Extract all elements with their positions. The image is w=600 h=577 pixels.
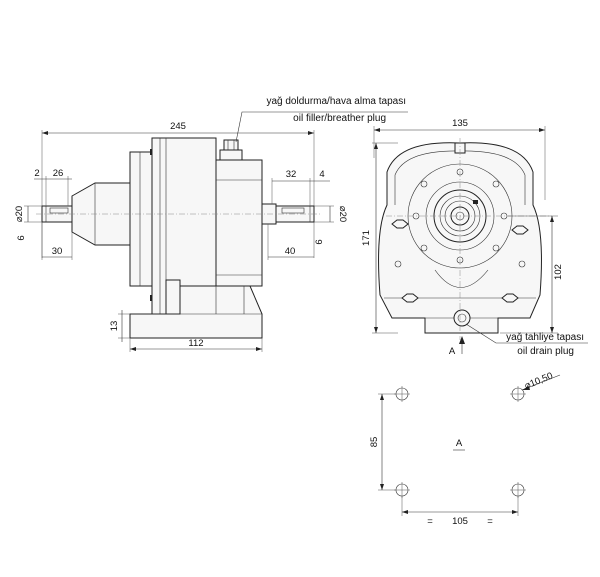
dim-output-key: 6 xyxy=(314,239,325,244)
eq-left: = xyxy=(427,516,433,527)
drain-note-en: oil drain plug xyxy=(517,346,574,357)
diameter-symbol-out: ⌀ xyxy=(337,206,348,212)
view-arrow-label: A xyxy=(449,346,456,357)
filler-note-en: oil filler/breather plug xyxy=(293,113,386,124)
oil-filler-note: yağ doldurma/hava alma tapası oil filler… xyxy=(235,96,408,143)
diameter-symbol-hole: ⌀ xyxy=(523,379,533,391)
dim-input-key: 6 xyxy=(16,235,27,240)
drain-note-tr: yağ tahliye tapası xyxy=(506,332,584,343)
foot-hole-bl xyxy=(394,482,410,498)
foot-hole-br xyxy=(510,482,526,498)
drain-plug xyxy=(453,309,471,327)
dim-input-length: 26 xyxy=(53,168,64,179)
input-flange xyxy=(129,151,153,287)
foot-hole-tr xyxy=(510,386,526,402)
oil-drain-note: yağ tahliye tapası oil drain plug xyxy=(465,323,588,357)
gear-housing xyxy=(151,137,217,315)
svg-text:⌀20: ⌀20 xyxy=(14,206,25,222)
dim-axis-height: 102 xyxy=(553,264,564,280)
dim-hole-spacing-x: 105 xyxy=(452,516,468,527)
svg-text:⌀10,50: ⌀10,50 xyxy=(523,371,554,392)
foot-hole-view: ⌀10,50 85 105 = = A xyxy=(369,371,561,527)
front-view: 135 171 xyxy=(361,118,564,357)
eq-right: = xyxy=(487,516,493,527)
dim-hole-spacing-y: 85 xyxy=(369,437,380,448)
dim-foot-height: 13 xyxy=(109,321,120,332)
dim-hole-dia: 10,50 xyxy=(528,371,554,390)
svg-text:⌀20: ⌀20 xyxy=(337,206,348,222)
dim-output-bottom: 40 xyxy=(285,246,296,257)
foot-hole-tl xyxy=(394,386,410,402)
dim-front-width: 135 xyxy=(452,118,468,129)
input-shaft xyxy=(41,205,73,223)
dim-output-dia: 20 xyxy=(337,212,348,223)
dim-input-dia: 20 xyxy=(14,206,25,217)
dim-output-length: 32 xyxy=(286,169,297,180)
dim-output-offset: 4 xyxy=(319,169,324,180)
dim-input-bottom: 30 xyxy=(52,246,63,257)
dim-base-width: 112 xyxy=(188,338,203,349)
filler-note-tr: yağ doldurma/hava alma tapası xyxy=(266,96,406,107)
side-view: 245 xyxy=(14,121,348,352)
dim-front-height: 171 xyxy=(361,230,372,246)
dim-input-offset: 2 xyxy=(34,168,39,179)
dim-overall-length: 245 xyxy=(170,121,186,132)
mounting-foot xyxy=(129,285,263,339)
diameter-symbol-in: ⌀ xyxy=(14,216,25,222)
output-housing xyxy=(215,159,263,287)
foot-view-label: A xyxy=(456,438,463,449)
